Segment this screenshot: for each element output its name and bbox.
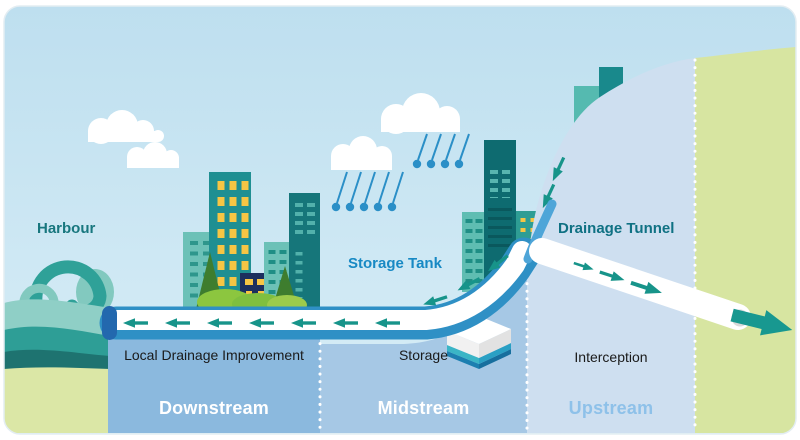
midstream-measure-label: Storage	[398, 347, 449, 363]
rounded-frame	[3, 5, 797, 435]
downstream-measure-label: Local Drainage Improvement	[124, 347, 304, 363]
channel-outfall-cap	[102, 306, 117, 340]
upstream-hill	[527, 58, 695, 433]
upstream-measure-label: Interception	[574, 349, 648, 365]
zone-divider-dotted-line	[318, 58, 697, 432]
green-hillside	[695, 47, 796, 433]
wave-icon	[4, 260, 114, 433]
harbour-label: Harbour	[37, 220, 96, 237]
zone-title-downstream: Downstream	[158, 398, 270, 418]
shore-green	[4, 367, 110, 433]
drainage-tunnel-pipe	[529, 238, 793, 336]
drainage-tunnel-label: Drainage Tunnel	[558, 220, 675, 237]
cloud-icon	[88, 93, 460, 170]
zone-downstream-band	[108, 332, 320, 433]
zone-title-upstream: Upstream	[568, 398, 654, 418]
storage-tank-label: Storage Tank	[348, 255, 442, 272]
zone-midstream-band	[320, 264, 527, 433]
tunnel-exit-arrow	[730, 308, 793, 336]
downstream-city	[183, 172, 320, 315]
zone-title-midstream: Midstream	[377, 398, 470, 418]
rain-icon	[331, 133, 470, 212]
drainage-channel	[99, 237, 541, 340]
